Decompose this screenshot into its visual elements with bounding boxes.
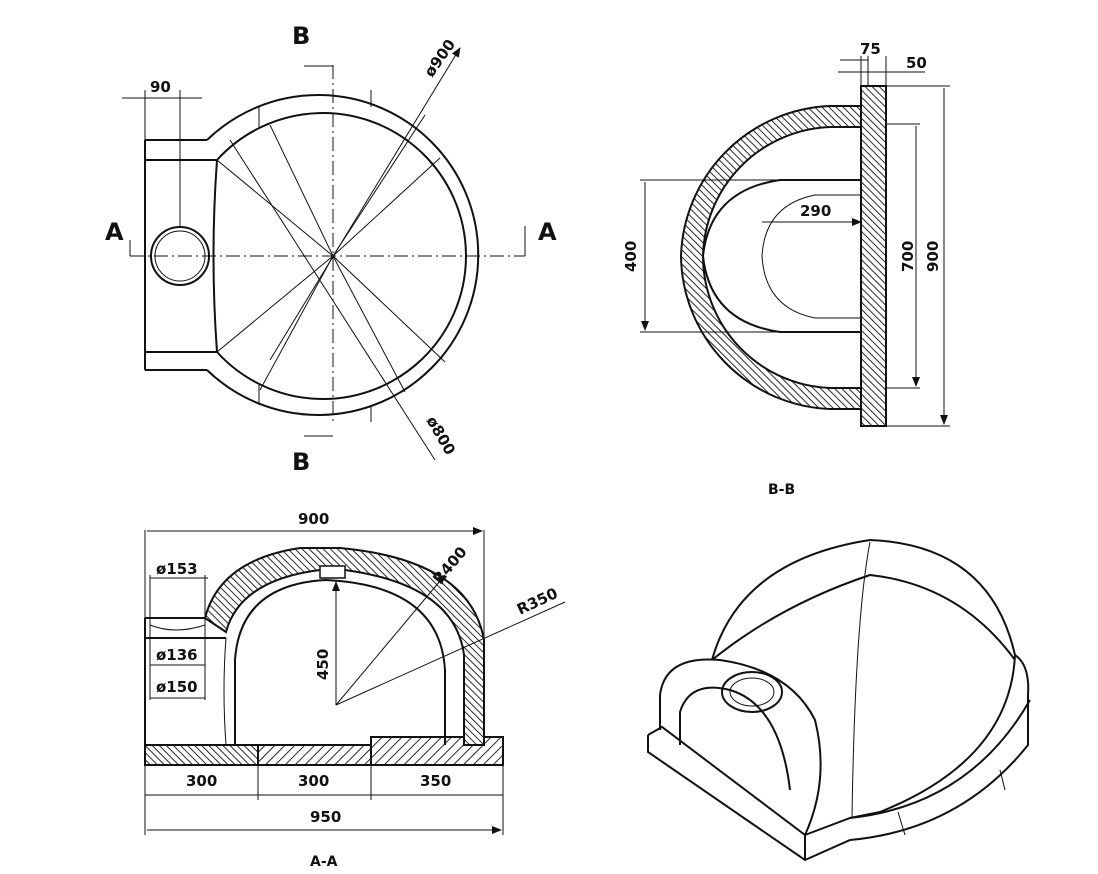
- dim-90: 90: [150, 78, 171, 96]
- section-aa: 900 ø153 ø136 ø150 R400 R350 450 300 300…: [144, 510, 566, 870]
- dim-950: 950: [310, 808, 341, 826]
- caption-section-bb: B-B: [768, 482, 795, 498]
- base-slab-middle: [257, 744, 372, 766]
- dome-shell-section: [679, 86, 862, 410]
- dim-150: ø150: [156, 678, 198, 696]
- iso-chimney: [721, 671, 783, 713]
- dim-900-bb: 900: [924, 241, 942, 272]
- back-wall: [860, 85, 887, 427]
- dim-r400: R400: [429, 543, 470, 587]
- isometric-view: [647, 538, 1031, 862]
- base-slab-left: [144, 744, 259, 766]
- section-bb: 75 50 400 290 700 900 B-B: [622, 40, 950, 498]
- dim-700: 700: [899, 241, 917, 272]
- section-letter-a-left: A: [105, 218, 124, 246]
- oven-inner-circle: [216, 112, 467, 400]
- dim-900-aa: 900: [298, 510, 329, 528]
- dim-inner-diameter: ø800: [423, 413, 459, 458]
- iso-base-slab: [647, 654, 1030, 862]
- section-letter-a-right: A: [538, 218, 557, 246]
- dome-wall-section: [203, 547, 485, 746]
- dim-50: 50: [906, 54, 927, 72]
- dim-75: 75: [860, 40, 881, 58]
- section-letter-b-bottom: B: [292, 448, 310, 476]
- top-view: A A B B 90 ø900 ø800: [105, 22, 557, 476]
- dim-290: 290: [800, 202, 831, 220]
- iso-entrance-arch: [659, 658, 822, 836]
- dim-400: 400: [622, 241, 640, 272]
- oven-outer-outline: [206, 94, 480, 416]
- caption-section-aa: A-A: [310, 854, 338, 870]
- dim-153: ø153: [156, 560, 198, 578]
- dim-300-middle: 300: [298, 772, 329, 790]
- dim-350: 350: [420, 772, 451, 790]
- dim-300-left: 300: [186, 772, 217, 790]
- dim-r350: R350: [514, 584, 560, 618]
- dim-136: ø136: [156, 646, 198, 664]
- iso-dome: [711, 538, 1017, 819]
- dim-450: 450: [314, 649, 332, 680]
- section-letter-b-top: B: [292, 22, 310, 50]
